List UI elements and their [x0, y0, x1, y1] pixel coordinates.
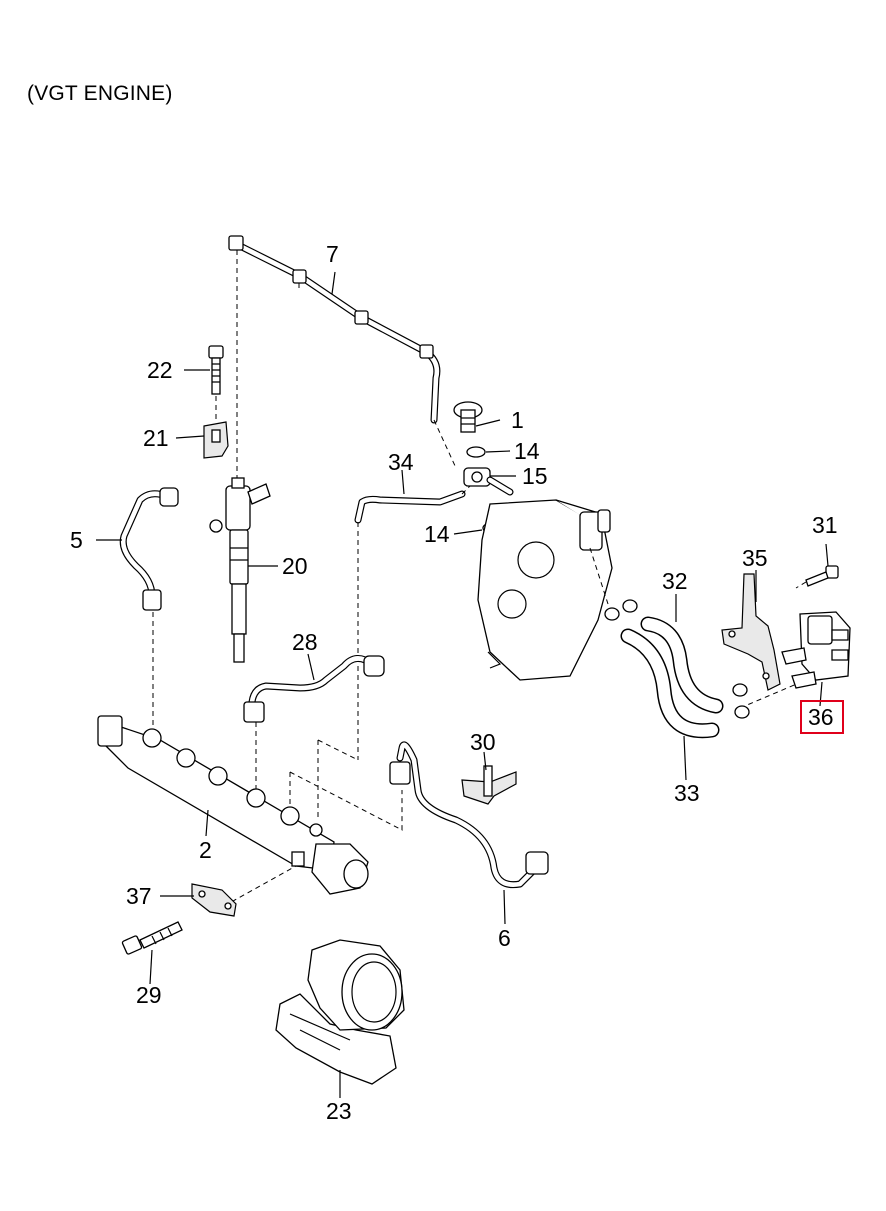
pipe-part-28: [243, 655, 385, 792]
regulator-part-23: [275, 939, 405, 1085]
callout-23: 23: [326, 1098, 352, 1124]
banjo-fitting-part-15: [463, 467, 514, 496]
pipe-part-5: [119, 487, 179, 728]
callout-29: 29: [136, 982, 162, 1008]
junction-part-36: [781, 611, 851, 689]
dashed-connectors: [223, 679, 807, 907]
common-rail-part-2: [97, 715, 369, 895]
callout-31: 31: [812, 512, 838, 538]
bolt-part-31: [795, 565, 839, 589]
callout-2: 2: [199, 837, 212, 863]
callout-labels: 7 22 21 1 14 15 34 14 5 20 31 35 32 28 3…: [70, 241, 844, 1124]
callout-34: 34: [388, 449, 414, 475]
callout-14-lower: 14: [424, 521, 450, 547]
callout-6: 6: [498, 925, 511, 951]
callout-36: 36: [808, 704, 834, 730]
callout-33: 33: [674, 780, 700, 806]
callout-37: 37: [126, 883, 152, 909]
bracket-part-30: [461, 765, 517, 805]
washer-part-14-upper: [466, 446, 486, 458]
hose-part-33: [620, 628, 720, 739]
bracket-part-37: [191, 883, 237, 917]
banjo-bolt-part-1: [453, 401, 483, 433]
callout-21: 21: [143, 425, 169, 451]
hose-clamps: [604, 599, 750, 719]
callout-28: 28: [292, 629, 318, 655]
callout-36-highlight-box: [800, 700, 844, 734]
callout-32: 32: [662, 568, 688, 594]
pipe-part-34: [354, 485, 471, 760]
return-line-part-7: [228, 235, 457, 485]
callout-7: 7: [326, 241, 339, 267]
callout-15: 15: [522, 463, 548, 489]
clamp-part-21: [203, 421, 229, 459]
leader-lines: [96, 271, 829, 1098]
hose-part-32: [640, 616, 724, 714]
bracket-part-35: [721, 573, 781, 691]
callout-30: 30: [470, 729, 496, 755]
injector-part-20: [209, 477, 271, 663]
callout-35: 35: [742, 545, 768, 571]
callout-1: 1: [511, 407, 524, 433]
bolt-part-29: [121, 921, 183, 955]
high-pressure-pump: [477, 499, 613, 681]
bolt-part-22: [208, 345, 224, 420]
callout-20: 20: [282, 553, 308, 579]
pipe-part-6: [389, 741, 549, 889]
callout-5: 5: [70, 527, 83, 553]
callout-14-upper: 14: [514, 438, 540, 464]
diagram-title: (VGT ENGINE): [27, 82, 173, 105]
callout-22: 22: [147, 357, 173, 383]
